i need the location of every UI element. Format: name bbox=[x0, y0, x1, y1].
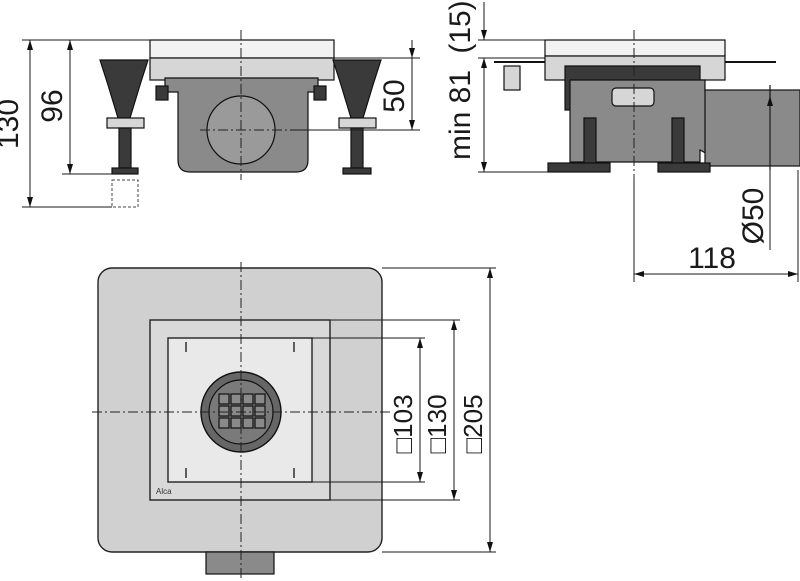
dim-outlet-length-label: 118 bbox=[688, 242, 736, 275]
arrow-icon bbox=[27, 197, 33, 207]
dim-flange-label: □205 bbox=[458, 394, 488, 453]
side-grate-plate bbox=[544, 39, 726, 57]
arrow-icon bbox=[767, 96, 773, 106]
frame-rim bbox=[149, 57, 335, 81]
side-leg-left bbox=[583, 117, 597, 164]
right-leg-screw bbox=[350, 127, 364, 169]
dim-outlet-diameter-label: Ø50 bbox=[737, 188, 770, 245]
arrow-icon bbox=[487, 268, 493, 278]
left-leg-bracket bbox=[99, 59, 149, 119]
grate-plate bbox=[149, 39, 335, 59]
side-leg-right bbox=[671, 117, 685, 164]
left-clip bbox=[155, 85, 169, 101]
arrow-icon bbox=[417, 472, 423, 482]
brand-label: Alca bbox=[156, 487, 172, 496]
arrow-icon bbox=[67, 164, 73, 174]
dim-grate-label: □103 bbox=[388, 394, 418, 453]
arrow-icon bbox=[451, 320, 457, 330]
arrow-icon bbox=[67, 40, 73, 50]
left-leg-screw bbox=[118, 127, 132, 169]
arrow-icon bbox=[487, 542, 493, 552]
dim-frame-label: □130 bbox=[422, 394, 452, 453]
left-leg-base bbox=[111, 167, 139, 175]
arrow-icon bbox=[409, 120, 415, 130]
front-view: 130 96 50 bbox=[0, 30, 420, 208]
outlet-pipe bbox=[704, 89, 800, 167]
right-clip bbox=[313, 85, 327, 101]
dim-grate-thickness-label: (15) bbox=[444, 0, 477, 53]
side-view: (15) min 81 Ø50 bbox=[444, 0, 800, 282]
side-bolt bbox=[503, 65, 521, 91]
dim-overall-height-label: 130 bbox=[0, 99, 25, 149]
arrow-icon bbox=[481, 58, 487, 68]
arrow-icon bbox=[481, 30, 487, 40]
left-leg-nut bbox=[106, 117, 145, 129]
side-window bbox=[611, 87, 655, 107]
left-leg-extension bbox=[111, 179, 139, 208]
arrow-icon bbox=[634, 271, 644, 277]
dim-body-height-label: 96 bbox=[36, 89, 69, 122]
top-view: Alca □103 □130 □205 bbox=[92, 262, 496, 581]
side-foot-right bbox=[657, 162, 711, 173]
right-leg-bracket bbox=[332, 59, 382, 119]
arrow-icon bbox=[409, 48, 415, 58]
arrow-icon bbox=[27, 40, 33, 50]
arrow-icon bbox=[481, 162, 487, 172]
arrow-icon bbox=[451, 490, 457, 500]
grid-icon bbox=[218, 393, 266, 429]
outlet-stub bbox=[205, 551, 275, 575]
dim-min-height-label: min 81 bbox=[444, 70, 477, 160]
arrow-icon bbox=[417, 338, 423, 348]
right-leg-base bbox=[342, 167, 372, 175]
dim-pipe-height-label: 50 bbox=[378, 79, 411, 112]
arrow-icon bbox=[788, 271, 798, 277]
side-foot-left bbox=[547, 162, 611, 173]
right-leg-nut bbox=[338, 117, 377, 129]
